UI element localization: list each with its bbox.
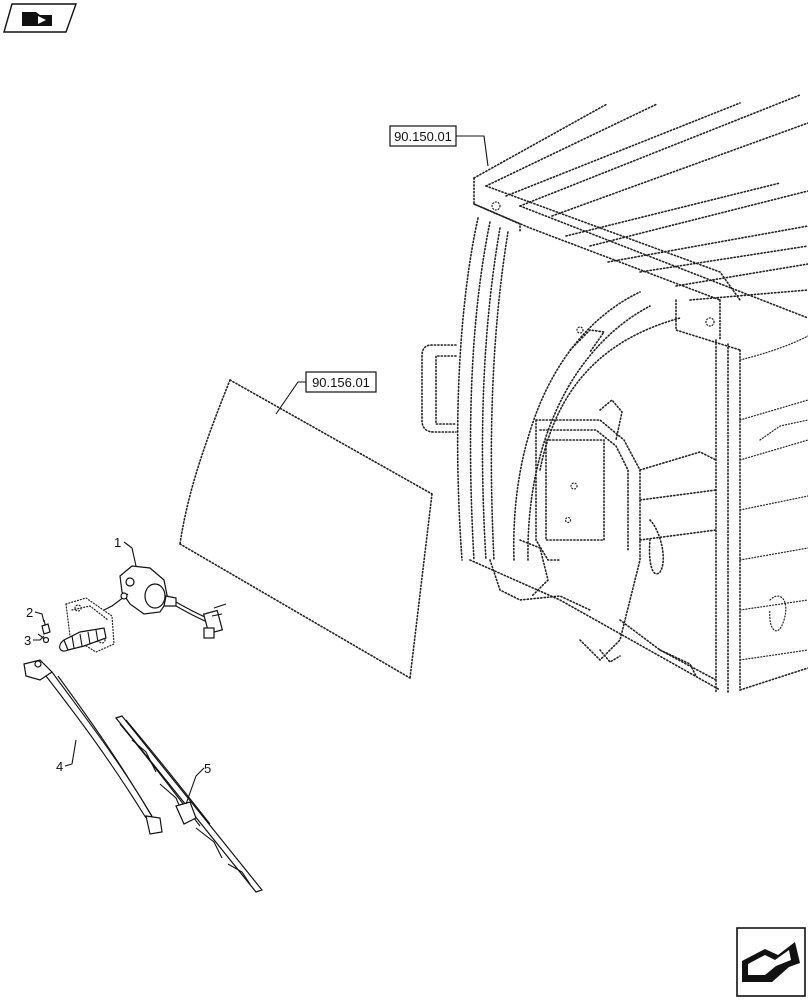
exit-arrow-icon[interactable] [736, 927, 806, 997]
wiper-arm [23, 659, 163, 835]
callout-label-3: 3 [24, 633, 31, 648]
callout-5: 5 [185, 761, 211, 805]
callout-label-4: 4 [56, 759, 63, 774]
windscreen-glass [179, 379, 433, 679]
callout-2: 2 [26, 605, 45, 623]
book-arrow-icon[interactable] [3, 3, 77, 33]
callout-3: 3 [24, 633, 45, 648]
leader-90-156-01 [275, 381, 306, 415]
wiper-blade [114, 715, 264, 893]
callout-label-5: 5 [204, 761, 211, 776]
leader-90-150-01 [456, 135, 489, 167]
callout-label-1: 1 [114, 535, 121, 550]
spindle-fasteners [37, 619, 107, 652]
cab-frame [421, 94, 808, 695]
reference-text-90-150-01: 90.150.01 [394, 129, 452, 144]
reference-label-90-156-01[interactable]: 90.156.01 [305, 371, 377, 393]
reference-text-90-156-01: 90.156.01 [312, 375, 370, 390]
wiper-motor [103, 565, 227, 639]
callout-label-2: 2 [26, 605, 33, 620]
callout-4: 4 [56, 739, 77, 774]
reference-label-90-150-01[interactable]: 90.150.01 [389, 125, 457, 147]
callout-1: 1 [114, 535, 137, 567]
